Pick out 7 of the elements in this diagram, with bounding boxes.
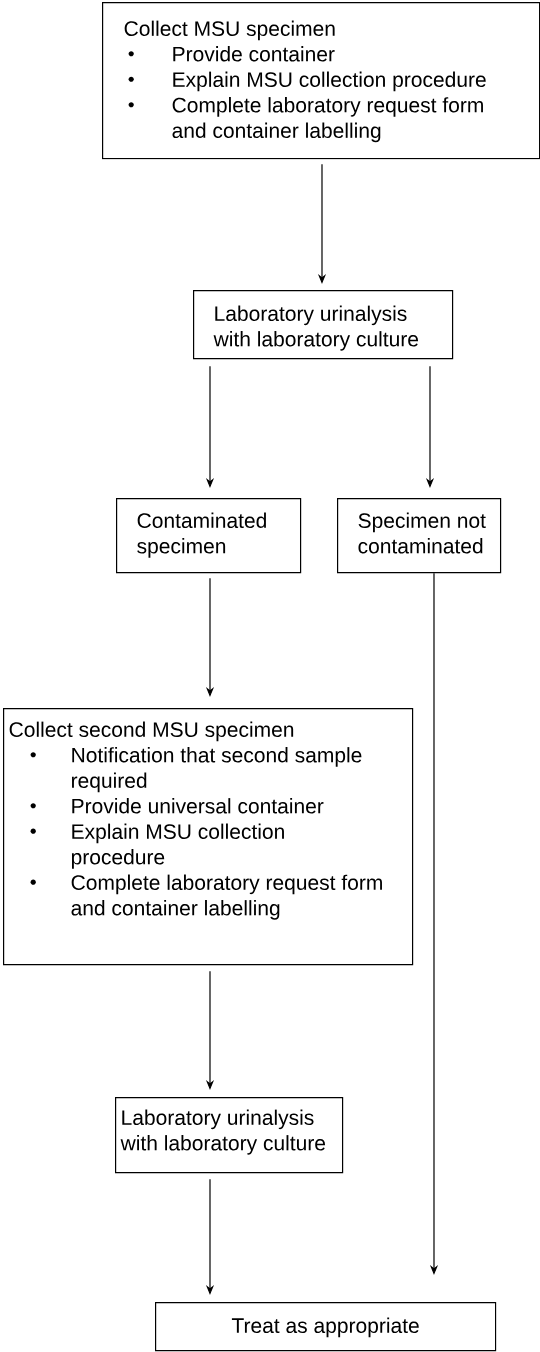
process-box: Treat as appropriate <box>155 1302 497 1352</box>
process-box: Collect MSU specimen Provide container Explain MSU collection procedure Complete laboratory request form and container labelling <box>102 2 540 160</box>
process-box: Laboratory urinalysis with laboratory culture <box>115 1097 344 1174</box>
process-box: Contaminated specimen <box>116 498 302 574</box>
process-box: Specimen not contaminated <box>337 498 502 574</box>
process-box: Collect second MSU specimen Notification that second sample required Provide universal container Explain MSU collection procedure Complete laboratory request form and container labelling <box>3 708 414 966</box>
process-box: Laboratory urinalysis with laboratory culture <box>193 290 454 360</box>
